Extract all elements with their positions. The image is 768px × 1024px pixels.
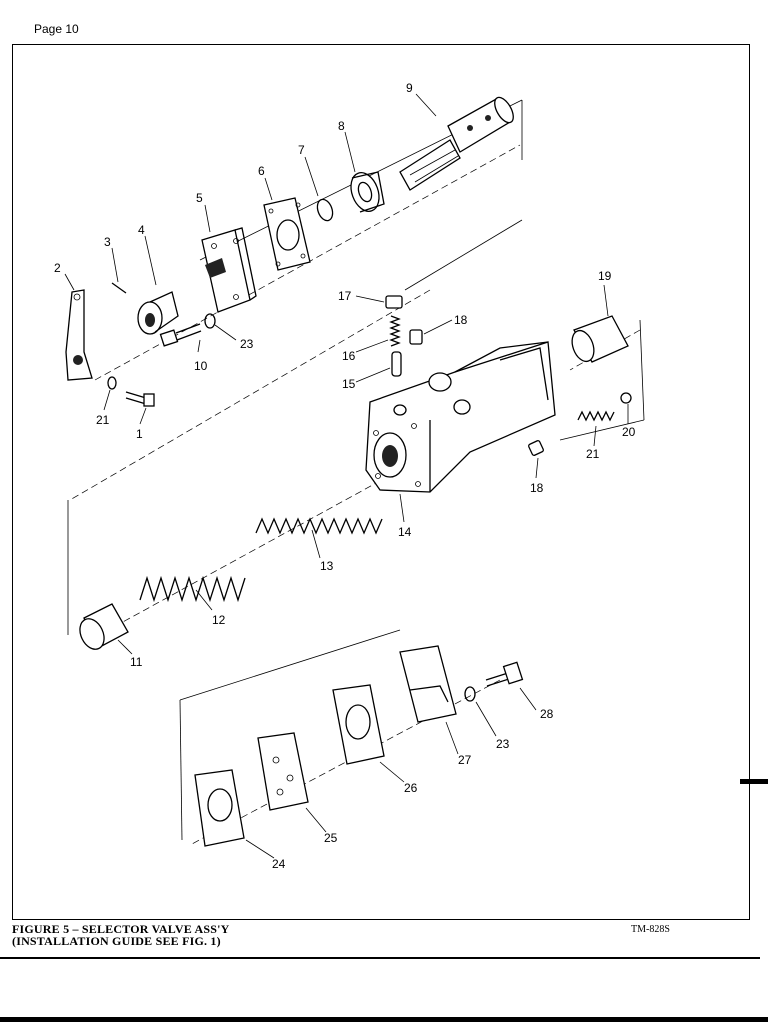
figure-frame	[12, 44, 750, 920]
callout-8: 8	[338, 119, 345, 133]
caption-title: FIGURE 5 – SELECTOR VALVE ASS'Y	[12, 922, 230, 936]
part-coupler	[137, 291, 179, 335]
callout-25: 25	[324, 831, 338, 845]
callout-22: 21	[96, 413, 110, 427]
callout-2: 2	[54, 261, 61, 275]
part-plug-18-upper	[409, 329, 423, 345]
callout-28: 28	[540, 707, 554, 721]
callout-15: 15	[342, 377, 356, 391]
callout-labels: 9 8 7 6 5 4 3 2 23 10 21 1 17 18 16 15 1…	[54, 81, 636, 871]
callout-18-lower: 18	[530, 481, 544, 495]
part-washer-22	[107, 376, 117, 390]
callout-12: 12	[212, 613, 226, 627]
callout-6: 6	[258, 164, 265, 178]
page-number: Page 10	[34, 22, 79, 36]
part-plug-17	[385, 295, 403, 309]
callout-20: 20	[622, 425, 636, 439]
part-snap-ring	[316, 198, 334, 222]
part-washer-23-lower	[464, 686, 476, 702]
callout-19: 19	[598, 269, 612, 283]
callout-17: 17	[338, 289, 352, 303]
callout-18-upper: 18	[454, 313, 468, 327]
part-cover-27	[399, 645, 457, 723]
part-spring-13	[255, 517, 383, 535]
caption-subtitle: (INSTALLATION GUIDE SEE FIG. 1)	[12, 934, 221, 948]
part-cap-19	[571, 315, 629, 363]
callout-5: 5	[196, 191, 203, 205]
part-lever	[65, 289, 93, 381]
callout-21: 21	[586, 447, 600, 461]
callout-9: 9	[406, 81, 413, 95]
callout-11: 11	[130, 655, 143, 669]
callout-23-upper: 23	[240, 337, 254, 351]
figure-caption: FIGURE 5 – SELECTOR VALVE ASS'Y (INSTALL…	[12, 923, 230, 947]
part-plate-25	[257, 732, 309, 811]
part-bolt-10	[159, 323, 202, 347]
part-plug-18-lower	[528, 440, 544, 456]
part-screw-1	[125, 391, 155, 407]
part-spring-12	[139, 575, 246, 603]
callout-4: 4	[138, 223, 145, 237]
callout-16: 16	[342, 349, 356, 363]
callout-27: 27	[458, 753, 472, 767]
callout-leaders	[64, 93, 629, 859]
part-plunger-15	[391, 351, 402, 377]
part-washer-23-upper	[204, 313, 216, 329]
part-spring-16	[389, 315, 401, 347]
part-bolt-28	[485, 661, 524, 687]
document-code: TM-828S	[631, 924, 670, 935]
callout-26: 26	[404, 781, 418, 795]
part-spool-shaft	[399, 96, 514, 191]
callout-13: 13	[320, 559, 334, 573]
part-ball-20	[620, 392, 632, 404]
part-cover-plate	[201, 227, 257, 313]
part-pin	[111, 282, 127, 294]
part-spring-21	[577, 410, 615, 422]
part-bearing	[350, 171, 385, 213]
part-gasket-24	[194, 769, 245, 847]
callout-10: 10	[194, 359, 208, 373]
callout-14: 14	[398, 525, 412, 539]
callout-3: 3	[104, 235, 111, 249]
part-piston-11	[79, 603, 129, 650]
callout-23-lower: 23	[496, 737, 510, 751]
callout-24: 24	[272, 857, 286, 871]
callout-7: 7	[298, 143, 305, 157]
part-gasket-6	[263, 197, 311, 271]
callout-1: 1	[136, 427, 143, 441]
margin-scan-mark	[740, 779, 768, 784]
bottom-scan-edge	[0, 1017, 768, 1022]
footer-rule	[0, 957, 760, 959]
part-valve-body	[365, 341, 556, 493]
part-gasket-26	[332, 684, 385, 765]
